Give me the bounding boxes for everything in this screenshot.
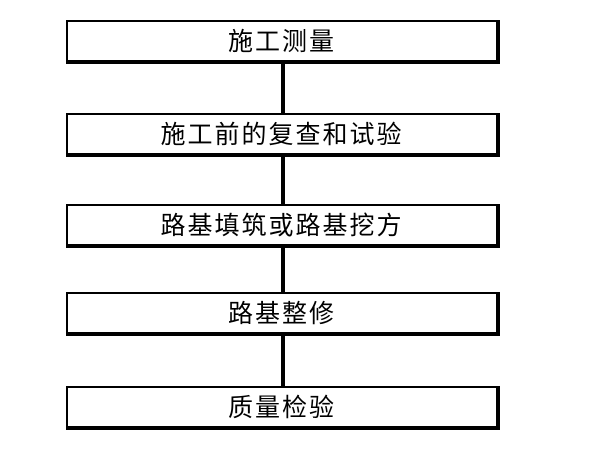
flow-step-label: 质量检验 bbox=[227, 392, 336, 422]
flow-connector-4 bbox=[281, 336, 285, 386]
flow-connector-1 bbox=[281, 64, 285, 113]
flow-connector-3 bbox=[281, 248, 285, 292]
flow-step-fill-or-excavation: 路基填筑或路基挖方 bbox=[66, 204, 500, 248]
flow-step-label: 路基填筑或路基挖方 bbox=[160, 210, 404, 240]
flow-step-quality-inspection: 质量检验 bbox=[66, 386, 500, 430]
flow-step-label: 路基整修 bbox=[227, 298, 336, 328]
flow-connector-2 bbox=[281, 157, 285, 204]
flow-step-label: 施工测量 bbox=[227, 26, 336, 56]
flow-step-pre-construction-check: 施工前的复查和试验 bbox=[66, 113, 500, 157]
flow-step-subgrade-finishing: 路基整修 bbox=[66, 292, 500, 336]
flow-step-label: 施工前的复查和试验 bbox=[160, 119, 404, 149]
flow-step-construction-survey: 施工测量 bbox=[66, 20, 500, 64]
